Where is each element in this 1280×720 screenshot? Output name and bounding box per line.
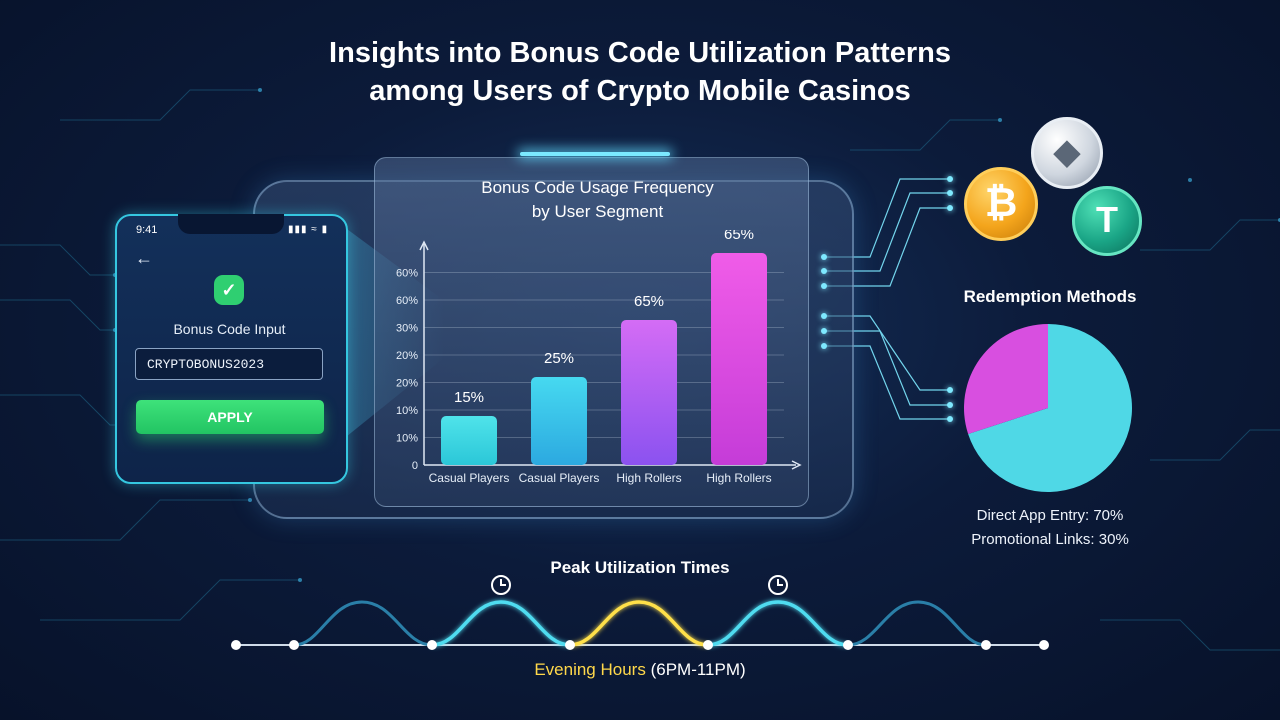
timeline-point bbox=[231, 640, 241, 650]
wave-segment bbox=[847, 600, 987, 647]
y-axis-arrow bbox=[419, 240, 429, 251]
peak-times-wave bbox=[231, 575, 1049, 650]
bitcoin-icon: ₿ bbox=[964, 167, 1038, 241]
y-tick-label: 60% bbox=[396, 268, 418, 280]
battery-icon: ▮ bbox=[321, 224, 329, 235]
connector-dot bbox=[821, 328, 827, 334]
y-tick-label: 30% bbox=[396, 323, 418, 335]
timeline-point bbox=[843, 640, 853, 650]
connector-dot bbox=[821, 283, 827, 289]
timeline-point bbox=[981, 640, 991, 650]
timeline-point bbox=[703, 640, 713, 650]
peak-times-label: Evening Hours (6PM-11PM) bbox=[440, 660, 840, 680]
wave-segment-evening bbox=[569, 600, 709, 647]
y-tick-label: 10% bbox=[396, 433, 418, 445]
x-category-label: Casual Players bbox=[519, 471, 600, 485]
connector-dot bbox=[947, 387, 953, 393]
timeline-point bbox=[289, 640, 299, 650]
tether-icon: T bbox=[1072, 186, 1142, 256]
connector-dot bbox=[821, 254, 827, 260]
page-title-line-2: among Users of Crypto Mobile Casinos bbox=[369, 75, 911, 107]
apply-button[interactable]: APPLY bbox=[136, 400, 324, 434]
wave-segment bbox=[293, 600, 433, 647]
bonus-code-label: Bonus Code Input bbox=[173, 321, 286, 337]
ethereum-icon: ◆ bbox=[1031, 117, 1103, 189]
status-icons: ▮▮▮ ≈ ▮ bbox=[288, 224, 328, 235]
bar-data-label: 65% bbox=[724, 230, 754, 243]
bonus-code-input[interactable]: CRYPTOBONUS2023 bbox=[135, 348, 323, 380]
bar-chart-title-line-1: Bonus Code Usage Frequency bbox=[481, 178, 714, 197]
bar bbox=[531, 377, 587, 465]
connector-dot bbox=[947, 190, 953, 196]
connector-dot bbox=[947, 402, 953, 408]
clock-icon bbox=[768, 575, 788, 595]
connector-dot bbox=[947, 176, 953, 182]
x-category-label: Casual Players bbox=[429, 471, 510, 485]
bar-data-label: 65% bbox=[634, 293, 664, 310]
pie-legend-direct-app: Direct App Entry: 70% bbox=[976, 507, 1124, 524]
timeline-point bbox=[1039, 640, 1049, 650]
x-category-label: High Rollers bbox=[616, 471, 681, 485]
connector-dot bbox=[821, 343, 827, 349]
bar-chart-title: Bonus Code Usage Frequency by User Segme… bbox=[374, 176, 821, 224]
bar-data-label: 25% bbox=[544, 350, 574, 367]
peak-times-title: Peak Utilization Times bbox=[550, 558, 730, 577]
bar-data-label: 15% bbox=[454, 389, 484, 406]
x-category-label: High Rollers bbox=[706, 471, 771, 485]
y-tick-label: 10% bbox=[396, 405, 418, 417]
back-arrow-icon[interactable]: ← bbox=[135, 248, 153, 268]
wave-segment bbox=[431, 600, 571, 647]
connector-dot bbox=[821, 268, 827, 274]
connector-dot bbox=[947, 416, 953, 422]
wifi-icon: ≈ bbox=[311, 224, 318, 235]
phone-notch bbox=[178, 214, 284, 234]
pie-chart bbox=[964, 324, 1132, 492]
peak-range: (6PM-11PM) bbox=[650, 660, 746, 679]
bar bbox=[621, 320, 677, 465]
signal-icon: ▮▮▮ bbox=[288, 224, 308, 235]
connector-dot bbox=[947, 205, 953, 211]
pie-slice-promotional-links bbox=[964, 324, 1048, 434]
bar-chart: 0 10% 10% 20% 20% 30% 60% 60% 15% Casual Players 2… bbox=[396, 230, 802, 485]
checkmark-icon: ✓ bbox=[214, 275, 244, 305]
bar-chart-title-line-2: by User Segment bbox=[531, 202, 664, 221]
bar bbox=[441, 416, 497, 465]
timeline-point bbox=[427, 640, 437, 650]
connector-dot bbox=[821, 313, 827, 319]
y-tick-label: 0 bbox=[412, 460, 418, 472]
pie-slice-direct-app-entry bbox=[968, 324, 1132, 492]
timeline-point bbox=[565, 640, 575, 650]
peak-highlight: Evening Hours bbox=[534, 660, 646, 679]
pie-legend-promo-links: Promotional Links: 30% bbox=[971, 531, 1129, 548]
y-tick-label: 60% bbox=[396, 295, 418, 307]
status-time: 9:41 bbox=[136, 224, 158, 236]
pie-chart-title: Redemption Methods bbox=[963, 287, 1137, 306]
card-glow bbox=[520, 152, 670, 156]
bar bbox=[711, 253, 767, 465]
x-axis-arrow bbox=[791, 460, 802, 470]
y-tick-label: 20% bbox=[396, 378, 418, 390]
page-title-line-1: Insights into Bonus Code Utilization Pat… bbox=[329, 37, 951, 69]
y-tick-label: 20% bbox=[396, 350, 418, 362]
wave-segment bbox=[707, 600, 849, 647]
clock-icon bbox=[491, 575, 511, 595]
